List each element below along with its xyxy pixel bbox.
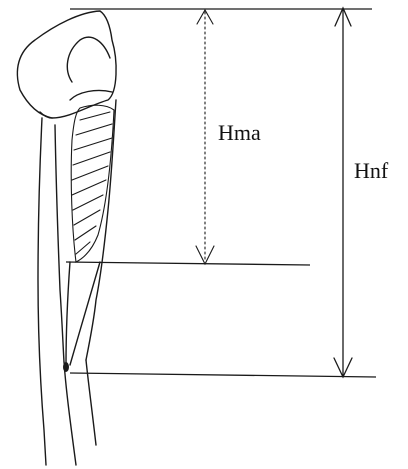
tendon-line-left (66, 262, 70, 365)
bottom-reference-line (70, 373, 376, 377)
muscle-hatch-3 (74, 138, 112, 150)
hma-label: Hma (218, 120, 261, 145)
tibia-left-edge (38, 118, 46, 465)
muscle-hatch-4 (73, 152, 110, 165)
muscle-hatch-2 (76, 124, 112, 135)
muscle-end-reference-line (66, 262, 310, 265)
muscle-hatched-region (71, 105, 114, 262)
muscle-hatch-6 (72, 180, 106, 195)
muscle-hatch-1 (80, 112, 110, 120)
muscle-hatch-5 (72, 166, 108, 180)
tibia-inner-left-edge (55, 125, 64, 362)
tendon-line-right (70, 262, 100, 365)
insertion-point-marker (63, 362, 69, 372)
hnf-dimension (334, 8, 352, 377)
reference-lines (66, 9, 376, 377)
tibia-condyle-base (70, 90, 112, 100)
muscle-hatch-8 (74, 210, 100, 225)
muscle-hatch-7 (73, 195, 103, 210)
tibia-condyle-curve (67, 37, 110, 82)
muscle-hatch-9 (75, 226, 96, 240)
hma-dimension (196, 10, 214, 264)
tibia-lower-shaft (64, 362, 76, 465)
hnf-label: Hnf (354, 158, 389, 183)
tibia-sketch (17, 11, 116, 465)
